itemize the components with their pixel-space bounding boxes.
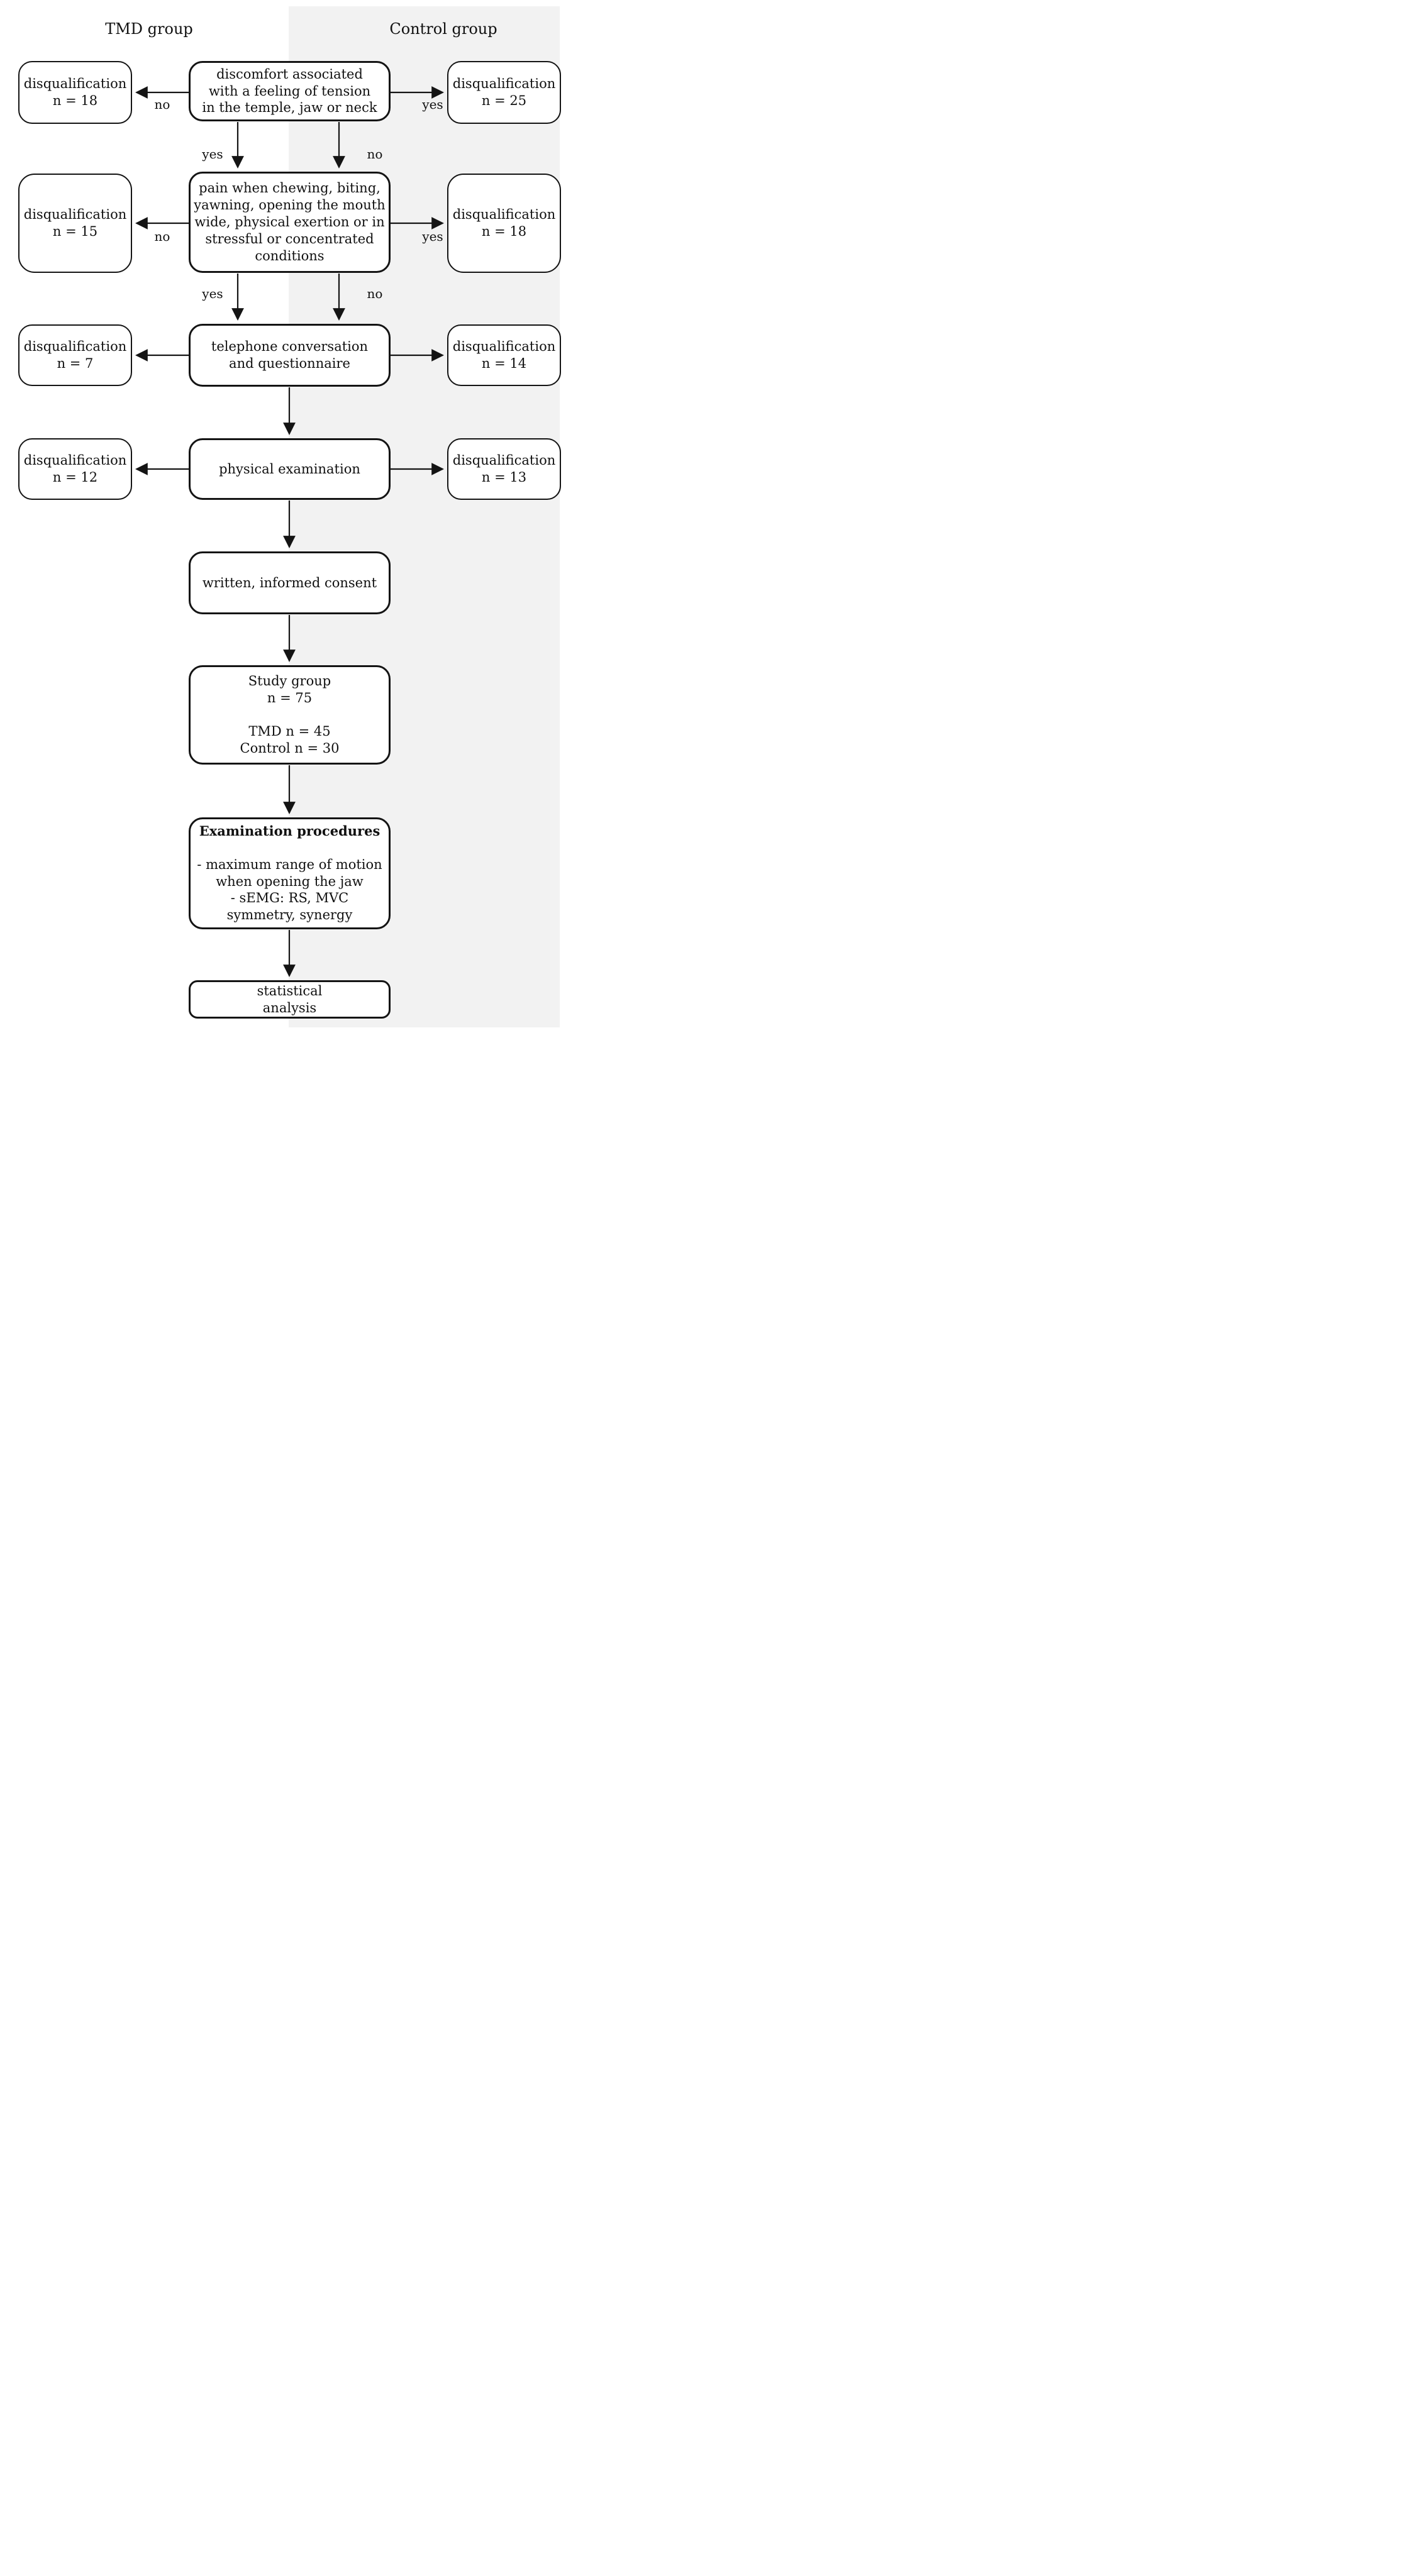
step-box-statistical-analysis: statistical analysis [189,980,391,1019]
disqualification-label: disqualification [452,339,556,355]
disqualification-label: disqualification [23,453,127,468]
disqualification-label: disqualification [452,453,556,468]
tmd-group-column-label: TMD group [105,20,193,38]
edge-label-row2-down-yes: yes [202,286,223,301]
edge-label-row1-down-yes: yes [202,146,223,162]
step-text-physical-examination: physical examination [219,461,360,477]
disqualification-label: disqualification [23,207,127,223]
disqualification-label: disqualification [23,339,127,355]
disqualification-box-tmd-4: disqualification n = 12 [18,438,132,500]
control-group-column-label: Control group [389,20,497,38]
disqualification-box-control-3: disqualification n = 14 [447,324,561,386]
disqualification-label: disqualification [23,76,127,92]
disqualification-box-control-2: disqualification n = 18 [447,174,561,273]
disqualification-count: n = 18 [481,224,527,239]
step-box-consent: written, informed consent [189,551,391,614]
step-text-consent: written, informed consent [202,575,377,590]
examination-procedures-title: Examination procedures [199,822,380,839]
disqualification-count: n = 13 [481,470,527,485]
edge-label-row1-no-left: no [154,97,170,112]
disqualification-label: disqualification [452,76,556,92]
disqualification-box-control-1: disqualification n = 25 [447,61,561,124]
edge-label-row1-yes-right: yes [422,97,443,112]
disqualification-box-tmd-2: disqualification n = 15 [18,174,132,273]
step-box-physical-examination: physical examination [189,438,391,500]
step-text-discomfort: discomfort associated with a feeling of … [202,66,377,116]
edge-label-row1-down-no: no [367,146,383,162]
step-text-telephone: telephone conversation and questionnaire [211,339,369,371]
disqualification-box-tmd-3: disqualification n = 7 [18,324,132,386]
examination-procedures-list: - maximum range of motion when opening t… [197,856,382,923]
step-text-study-group: Study group n = 75 TMD n = 45 Control n … [240,673,340,756]
step-box-telephone: telephone conversation and questionnaire [189,324,391,387]
disqualification-box-control-4: disqualification n = 13 [447,438,561,500]
step-box-discomfort: discomfort associated with a feeling of … [189,61,391,121]
step-text-pain: pain when chewing, biting, yawning, open… [194,180,386,263]
disqualification-count: n = 25 [481,93,527,108]
disqualification-count: n = 7 [57,356,94,371]
step-text-statistical-analysis: statistical analysis [257,983,323,1015]
flowchart-figure: TMD group Control group discomfort assoc… [0,0,569,1031]
edge-label-row2-yes-right: yes [422,229,443,244]
edge-label-row2-no-left: no [154,229,170,244]
disqualification-box-tmd-1: disqualification n = 18 [18,61,132,124]
disqualification-count: n = 12 [52,470,98,485]
step-box-examination-procedures: Examination procedures - maximum range o… [189,817,391,929]
disqualification-count: n = 18 [52,93,98,108]
disqualification-count: n = 15 [52,224,98,239]
edge-label-row2-down-no: no [367,286,383,301]
step-box-study-group: Study group n = 75 TMD n = 45 Control n … [189,665,391,765]
disqualification-label: disqualification [452,207,556,223]
disqualification-count: n = 14 [481,356,527,371]
step-box-pain: pain when chewing, biting, yawning, open… [189,172,391,273]
